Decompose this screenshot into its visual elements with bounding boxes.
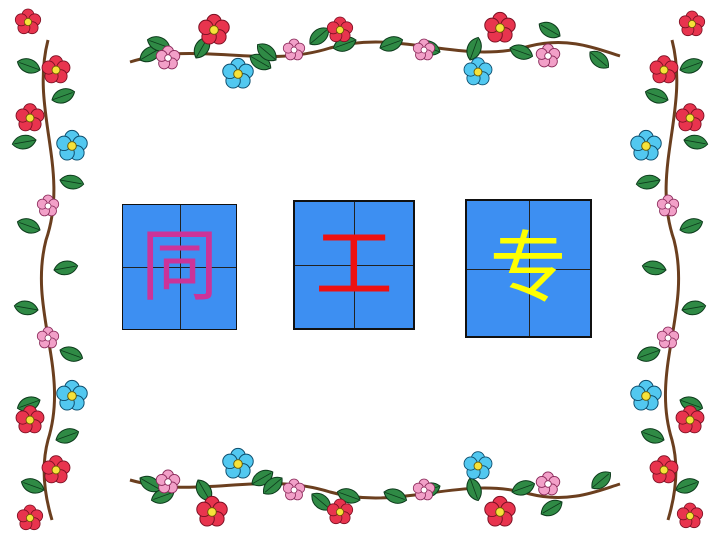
grid-line-horizontal [295, 265, 413, 266]
character-grid-2: 工 [293, 200, 415, 330]
character-grid-3: 专 [465, 199, 592, 338]
character-grid-1: 同 [122, 204, 237, 330]
character-1: 同 [140, 222, 219, 312]
character-2: 工 [314, 220, 393, 310]
grid-line-horizontal [123, 267, 236, 268]
character-3: 专 [489, 223, 568, 314]
grid-line-horizontal [467, 268, 590, 270]
